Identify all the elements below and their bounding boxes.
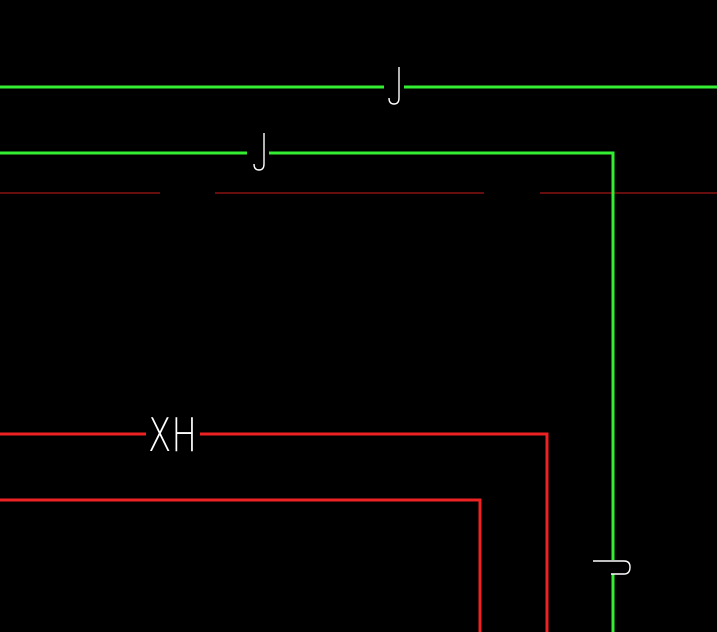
water-pipe-lower[interactable]: [0, 151, 615, 632]
water-pipe-lower-label-gap: [247, 150, 269, 157]
riser-symbol-gap: [609, 560, 617, 574]
pipe-label-j-icon: [388, 67, 400, 105]
hydrant-pipe-label: XH: [148, 408, 197, 462]
riser-cap-icon: [593, 560, 631, 575]
hydrant-pipe-outer[interactable]: [0, 432, 549, 632]
hydrant-pipe-inner[interactable]: [0, 498, 482, 632]
hydrant-pipe-label-gap: [146, 430, 200, 439]
water-pipe-upper-label-gap: [384, 84, 404, 91]
pipe-label-j-icon: [253, 133, 265, 171]
